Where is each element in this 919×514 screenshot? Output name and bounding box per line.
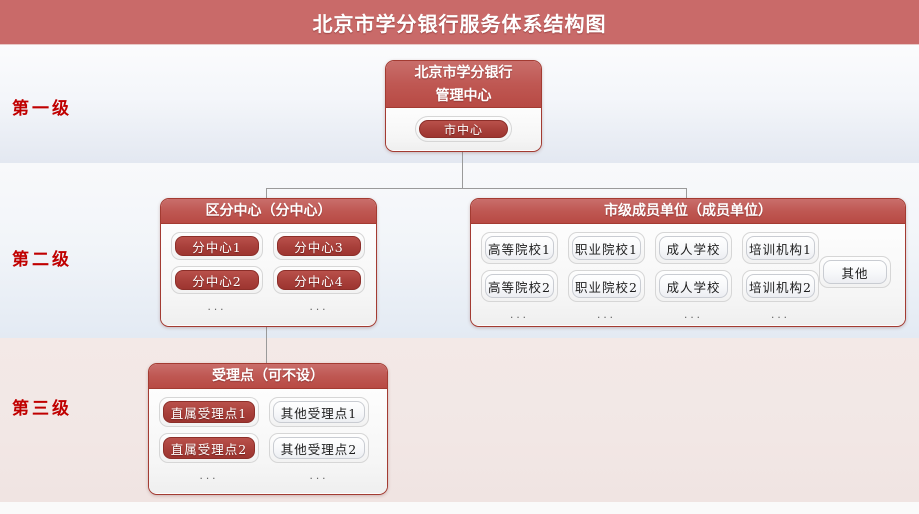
chip-branch-4[interactable]: 分中心4 [277,270,361,290]
member-dots-col-1: ... [509,307,529,321]
branch-group-body: 分中心1 分中心3 分中心2 分中心4 ... ... [161,224,376,325]
connector-horizontal-bus [266,188,687,189]
chip-training-1[interactable]: 培训机构1 [746,236,815,260]
connector-bus-to-branch-group [266,188,267,200]
chip-college-1[interactable]: 高等院校1 [485,236,554,260]
chip-direct-service-point-1[interactable]: 直属受理点1 [163,401,255,423]
chip-direct-service-point-2[interactable]: 直属受理点2 [163,437,255,459]
chip-frame-vocational-1[interactable]: 职业院校1 [568,232,645,264]
connector-top-to-bus [462,150,463,188]
chip-city-center[interactable]: 市中心 [419,120,508,138]
branch-dots-col-1: ... [207,299,227,313]
level-label-2: 第二级 [12,250,72,270]
chip-frame-direct-service-point-2[interactable]: 直属受理点2 [159,433,259,463]
chip-frame-direct-service-point-1[interactable]: 直属受理点1 [159,397,259,427]
chip-frame-other-service-point-1[interactable]: 其他受理点1 [269,397,369,427]
chip-adult-school-2[interactable]: 成人学校 [659,274,728,298]
service-group-header: 受理点（可不设） [149,364,387,389]
group-district-branch-centers[interactable]: 区分中心（分中心） 分中心1 分中心3 分中心2 分中心4 ... [160,198,377,327]
chip-frame-city-center[interactable]: 市中心 [415,116,512,142]
member-dots-col-3: ... [683,307,703,321]
service-dots-col-1: ... [199,468,219,482]
chip-training-2[interactable]: 培训机构2 [746,274,815,298]
connector-branch-to-service-group [266,325,267,363]
chart-title-bar: 北京市学分银行服务体系结构图 [0,0,919,45]
chip-branch-3[interactable]: 分中心3 [277,236,361,256]
chip-frame-branch-1[interactable]: 分中心1 [171,232,263,260]
member-row-2: 高等院校2 职业院校2 成人学校 培训机构2 [481,270,895,302]
chip-frame-vocational-2[interactable]: 职业院校2 [568,270,645,302]
chip-frame-branch-2[interactable]: 分中心2 [171,266,263,294]
chip-frame-branch-3[interactable]: 分中心3 [273,232,365,260]
chip-branch-2[interactable]: 分中心2 [175,270,259,290]
chip-branch-1[interactable]: 分中心1 [175,236,259,256]
level-label-3: 第三级 [12,399,72,419]
member-row-1: 高等院校1 职业院校1 成人学校 培训机构1 [481,232,895,264]
branch-group-header: 区分中心（分中心） [161,199,376,224]
chip-frame-adult-school-2[interactable]: 成人学校 [655,270,732,302]
chip-frame-college-2[interactable]: 高等院校2 [481,270,558,302]
service-group-body: 直属受理点1 其他受理点1 直属受理点2 其他受理点2 ... ... [149,389,387,493]
chip-frame-training-1[interactable]: 培训机构1 [742,232,819,264]
chip-frame-college-1[interactable]: 高等院校1 [481,232,558,264]
branch-grid: 分中心1 分中心3 分中心2 分中心4 ... ... [161,224,376,325]
service-dots-row: ... ... [159,469,377,481]
member-dots-row: ... ... ... ... [481,308,895,320]
bottom-strip [0,502,919,514]
chip-frame-other-service-point-2[interactable]: 其他受理点2 [269,433,369,463]
branch-row-1: 分中心1 分中心3 [171,232,366,260]
chip-other-member[interactable]: 其他 [823,260,887,284]
chip-adult-school-1[interactable]: 成人学校 [659,236,728,260]
level-label-1: 第一级 [12,99,72,119]
level-3-band [0,338,919,502]
group-service-points[interactable]: 受理点（可不设） 直属受理点1 其他受理点1 直属受理点2 其他受理点2 [148,363,388,495]
branch-row-2: 分中心2 分中心4 [171,266,366,294]
chip-vocational-2[interactable]: 职业院校2 [572,274,641,298]
connector-bus-to-member-group [686,188,687,200]
chip-frame-adult-school-1[interactable]: 成人学校 [655,232,732,264]
service-row-2: 直属受理点2 其他受理点2 [159,433,377,463]
top-node-title-line2: 管理中心 [435,88,492,104]
member-group-body: 高等院校1 职业院校1 成人学校 培训机构1 高等院校2 职业院校2 [471,224,905,325]
member-dots-col-2: ... [596,307,616,321]
member-grid: 高等院校1 职业院校1 成人学校 培训机构1 高等院校2 职业院校2 [471,224,905,325]
group-city-member-units[interactable]: 市级成员单位（成员单位） 高等院校1 职业院校1 成人学校 培训机构1 高等院校 [470,198,906,327]
chip-vocational-1[interactable]: 职业院校1 [572,236,641,260]
service-dots-col-2: ... [309,468,329,482]
top-node-header: 北京市学分银行 管理中心 [386,61,541,108]
branch-dots-row: ... ... [171,300,366,312]
chart-title: 北京市学分银行服务体系结构图 [312,11,607,36]
chip-frame-training-2[interactable]: 培训机构2 [742,270,819,302]
node-credit-bank-management-center[interactable]: 北京市学分银行 管理中心 市中心 [385,60,542,152]
branch-dots-col-2: ... [309,299,329,313]
chip-frame-other-member[interactable]: 其他 [819,256,891,288]
chip-frame-branch-4[interactable]: 分中心4 [273,266,365,294]
chip-college-2[interactable]: 高等院校2 [485,274,554,298]
chip-other-service-point-2[interactable]: 其他受理点2 [273,437,365,459]
top-node-title-line1: 北京市学分银行 [414,65,513,81]
member-dots-col-4: ... [770,307,790,321]
member-group-header: 市级成员单位（成员单位） [471,199,905,224]
top-node-body: 市中心 [386,108,541,150]
chip-other-service-point-1[interactable]: 其他受理点1 [273,401,365,423]
service-row-1: 直属受理点1 其他受理点1 [159,397,377,427]
service-grid: 直属受理点1 其他受理点1 直属受理点2 其他受理点2 ... ... [149,389,387,493]
